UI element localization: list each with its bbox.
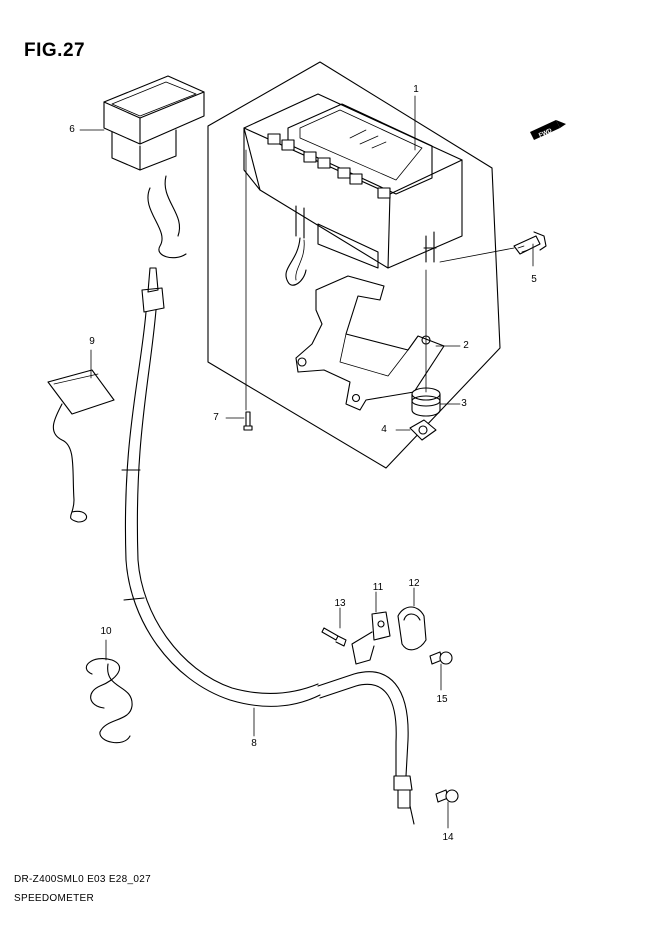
callout-9: 9 [89, 336, 95, 347]
meter-wire-harness [285, 237, 307, 286]
bracket-part-11 [351, 611, 391, 665]
figure-title: FIG.27 [24, 40, 86, 61]
callout-10: 10 [100, 626, 112, 637]
callout-8: 8 [251, 738, 257, 749]
screw-part-15 [429, 651, 453, 665]
wiring-coupler [103, 75, 205, 259]
diagram-name: SPEEDOMETER [14, 893, 94, 904]
callout-11: 11 [372, 582, 384, 593]
callout-12: 12 [408, 578, 420, 589]
diagram-code: DR-Z400SML0 E03 E28_027 [14, 874, 151, 885]
meter-bracket [295, 275, 445, 411]
clamp-part-9 [47, 369, 115, 523]
speedometer-meter [243, 93, 463, 269]
screw-part-7 [243, 411, 253, 431]
bolt-part-5 [513, 231, 547, 255]
clamp-part-12 [397, 606, 427, 651]
fwd-badge-text: FWD [538, 128, 554, 139]
assembly-box-outline [207, 61, 501, 469]
collar [409, 419, 437, 441]
callout-7: 7 [213, 412, 219, 423]
callout-15: 15 [436, 694, 448, 705]
callout-1: 1 [413, 84, 419, 95]
clamp-part-10 [85, 658, 133, 744]
callout-14: 14 [442, 832, 454, 843]
callout-4: 4 [381, 424, 387, 435]
speedometer-cable [121, 267, 415, 825]
callout-6: 6 [69, 124, 75, 135]
screw-part-14 [435, 789, 459, 803]
leader-lines [79, 95, 534, 829]
callout-13: 13 [334, 598, 346, 609]
callout-5: 5 [531, 274, 537, 285]
callout-2: 2 [463, 340, 469, 351]
fwd-arrow-icon: FWD [530, 120, 566, 140]
callout-3: 3 [461, 398, 467, 409]
lamp-part-13 [321, 627, 347, 647]
